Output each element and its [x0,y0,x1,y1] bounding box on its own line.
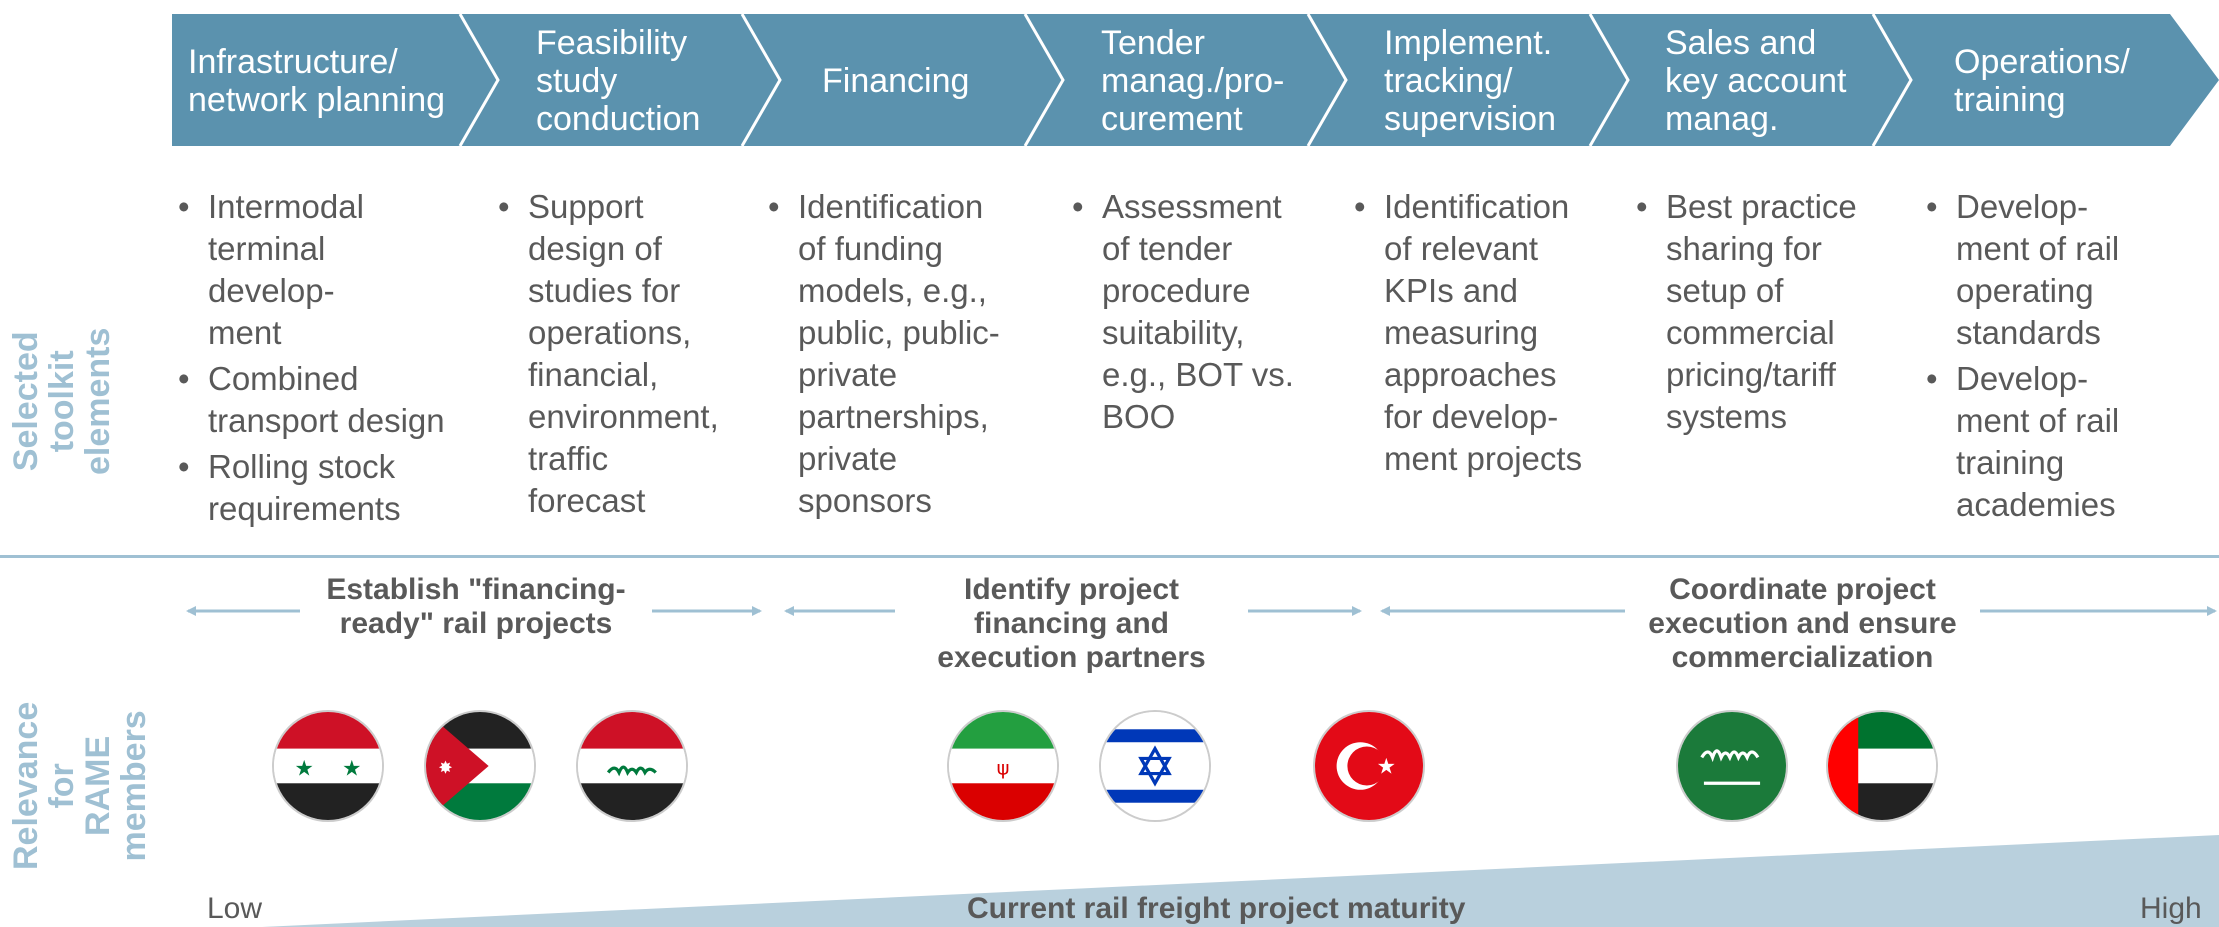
chevron-implementation [1308,14,1631,146]
step-label-tender: Tender manag./pro- curement [1101,23,1285,138]
israel-flag-icon [1099,710,1211,822]
toolkit-column-implementation: Identification of relevant KPIs and meas… [1352,186,1612,484]
side-label-relevance-text: Relevance for RAME members [7,701,153,870]
toolkit-item: Assessment of tender procedure suitabili… [1070,186,1330,438]
toolkit-item: Develop- ment of rail training academies [1924,358,2184,526]
toolkit-column-financing: Identification of funding models, e.g., … [766,186,1036,526]
band-title-coordinate: Coordinate project execution and ensure … [1648,573,1957,674]
svg-text:ψ: ψ [997,757,1010,780]
svg-text:✸: ✸ [438,759,452,779]
step-label-implementation: Implement. tracking/ supervision [1384,23,1556,138]
maturity-low-label: Low [207,892,263,925]
band-title-financing-ready: Establish "financing- ready" rail projec… [326,573,626,640]
chevron-tender [1025,14,1348,146]
maturity-high-label: High [2140,892,2202,925]
chevron-financing [742,14,1065,146]
step-label-infrastructure: Infrastructure/ network planning [188,42,446,119]
saudi-arabia-flag-icon [1676,710,1788,822]
toolkit-column-feasibility: Support design of studies for operations… [496,186,756,526]
iran-flag-icon: ψ [947,710,1059,822]
maturity-title: Current rail freight project maturity [967,892,1466,925]
toolkit-column-sales: Best practice sharing for setup of comme… [1634,186,1894,442]
chevron-sales [1590,14,1914,146]
toolkit-column-operations: Develop- ment of rail operating standard… [1924,186,2184,530]
toolkit-item: Support design of studies for operations… [496,186,756,522]
iraq-flag-icon [576,710,688,822]
step-label-operations: Operations/ training [1954,42,2130,119]
step-label-feasibility: Feasibility study conduction [536,23,701,138]
jordan-flag-icon: ✸ [424,710,536,822]
chevron-feasibility [460,14,783,146]
toolkit-column-infrastructure: Intermodal terminal develop- ment Combin… [176,186,476,534]
band-title-partners: Identify project financing and execution… [937,573,1206,674]
toolkit-item: Develop- ment of rail operating standard… [1924,186,2184,354]
syria-flag-icon: ★ ★ [272,710,384,822]
toolkit-item: Best practice sharing for setup of comme… [1634,186,1894,438]
turkey-flag-icon: ★ [1313,710,1425,822]
uae-flag-icon [1826,710,1938,822]
toolkit-item: Identification of relevant KPIs and meas… [1352,186,1612,480]
step-label-financing: Financing [822,61,970,100]
svg-text:★: ★ [342,757,361,782]
svg-text:★: ★ [1377,755,1396,780]
toolkit-item: Rolling stock requirements [176,446,476,530]
toolkit-item: Combined transport design [176,358,476,442]
chevron-operations [1873,14,2219,146]
side-label-toolkit-text: Selected toolkit elements [7,327,117,475]
svg-text:★: ★ [295,757,314,782]
step-label-sales: Sales and key account manag. [1665,23,1847,138]
section-divider [0,555,2219,558]
toolkit-item: Identification of funding models, e.g., … [766,186,1036,522]
chevron-infrastructure [172,14,518,146]
process-chevron-bar [172,13,2219,147]
toolkit-column-tender: Assessment of tender procedure suitabili… [1070,186,1330,442]
toolkit-item: Intermodal terminal develop- ment [176,186,476,354]
